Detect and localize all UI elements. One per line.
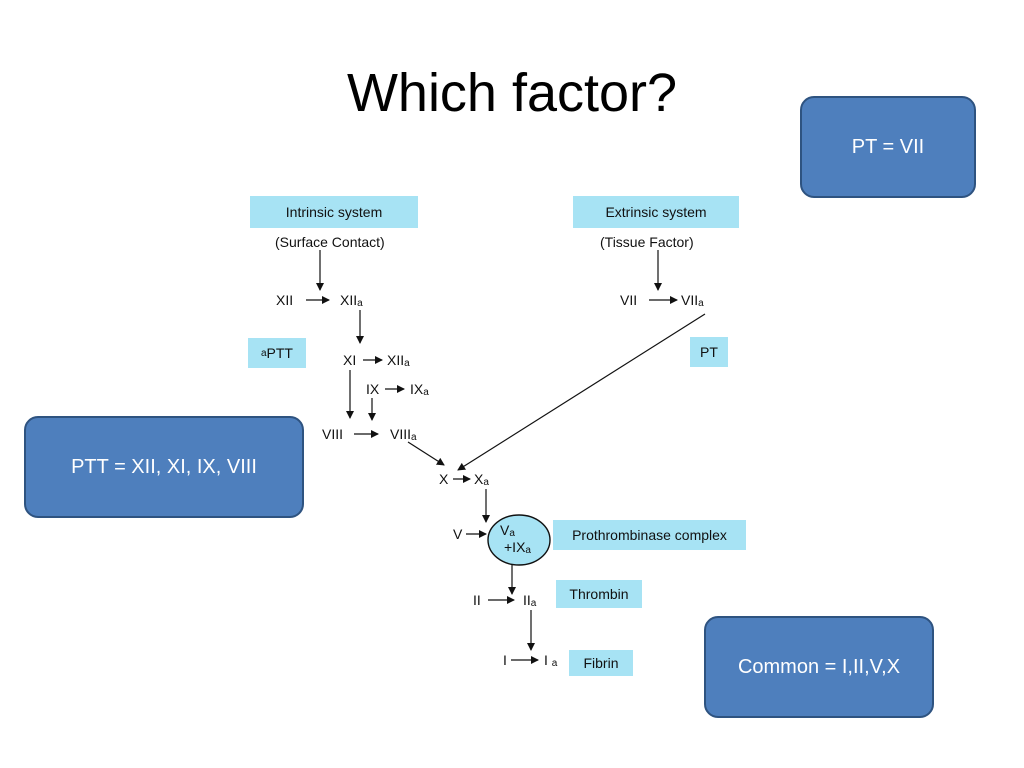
arrow-viiia-to-x [407, 441, 445, 466]
fibrin-box: Fibrin [569, 650, 633, 676]
factor-i-label: I [503, 652, 507, 668]
factor-ixa-complex-label: +IXa [504, 539, 531, 556]
factor-viia-text: VII [681, 292, 699, 308]
factor-vii-label: VII [620, 292, 638, 308]
extrinsic-system-box: Extrinsic system [573, 196, 739, 228]
factor-viia-label: VIIa [681, 292, 704, 309]
sub-a: a [423, 387, 429, 398]
factor-va-text: V [500, 522, 510, 538]
factor-xiia-label: XIIa [340, 292, 363, 309]
prothrombinase-circle [487, 514, 551, 566]
sub-a: a [483, 477, 489, 488]
sub-a: a [530, 598, 537, 609]
factor-xii-label: XII [276, 292, 294, 308]
thrombin-box: Thrombin [556, 580, 642, 608]
factor-ia-text: I [544, 652, 548, 668]
factor-ia-label: I a [544, 652, 557, 669]
intrinsic-system-box: Intrinsic system [250, 196, 418, 228]
tissue-factor-label: (Tissue Factor) [600, 234, 694, 250]
factor-ixa-label: IXa [410, 381, 429, 398]
factor-ix-label: IX [366, 381, 380, 397]
sub-a: a [698, 298, 704, 309]
ptt-callout: PTT = XII, XI, IX, VIII [24, 416, 304, 518]
factor-ixa-complex-text: +IX [504, 539, 526, 555]
factor-x-label: X [439, 471, 449, 487]
common-callout: Common = I,II,V,X [704, 616, 934, 718]
factor-iia-text: II [523, 592, 531, 608]
arrow-viia-to-x [457, 313, 706, 471]
prothrombinase-complex-box: Prothrombinase complex [553, 520, 746, 550]
pt-callout-text: PT = VII [851, 135, 925, 158]
factor-va-label: Va [500, 522, 515, 539]
surface-contact-label: (Surface Contact) [275, 234, 385, 250]
factor-xi-label: XI [343, 352, 357, 368]
factor-iia-label: IIa [523, 592, 536, 609]
factor-viii-label: VIII [322, 426, 344, 442]
factor-xiia-2-text: XII [387, 352, 405, 368]
factor-xa-text: X [474, 471, 484, 487]
aptt-label: PTT [266, 345, 293, 361]
factor-xiia-text: XII [340, 292, 358, 308]
aptt-prefix: a [260, 347, 267, 359]
common-callout-text: Common = I,II,V,X [737, 655, 901, 678]
sub-a: a [551, 658, 558, 669]
sub-a: a [509, 528, 515, 539]
sub-a: a [525, 545, 531, 556]
factor-ii-label: II [473, 592, 481, 608]
sub-a: a [404, 358, 410, 369]
factor-v-label: V [453, 526, 463, 542]
factor-xiia-2-label: XIIa [387, 352, 410, 369]
factor-viiia-label: VIIIa [390, 426, 417, 443]
ptt-callout-text: PTT = XII, XI, IX, VIII [71, 455, 257, 478]
sub-a: a [411, 432, 417, 443]
slide-title: Which factor? [346, 63, 678, 123]
factor-ixa-text: IX [410, 381, 424, 397]
sub-a: a [357, 298, 363, 309]
pt-box: PT [690, 337, 728, 367]
factor-xa-label: Xa [474, 471, 489, 488]
factor-viiia-text: VIII [390, 426, 412, 442]
pt-callout: PT = VII [800, 96, 976, 198]
